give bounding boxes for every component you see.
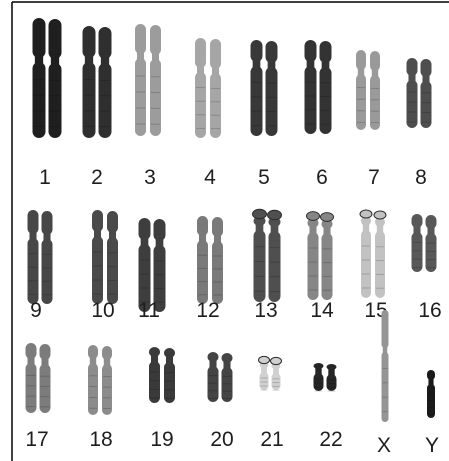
chromosome-10-label: 10 xyxy=(91,299,114,322)
chromosome-9-label: 9 xyxy=(30,299,42,322)
chromosome-20-q-arm xyxy=(222,367,233,402)
chromosome-y-q-arm xyxy=(427,384,435,418)
chromosome-16-p-arm xyxy=(412,214,423,228)
chromosome-2-p-arm xyxy=(83,26,96,58)
chromosome-x-p-arm xyxy=(382,310,389,348)
chromosome-18-q-arm xyxy=(102,364,112,415)
chromosome-19-q-arm xyxy=(149,361,160,403)
chromosome-9-p-arm xyxy=(28,210,39,234)
chromosome-8-q-arm xyxy=(421,81,432,128)
chromosome-15-satellite xyxy=(374,211,386,219)
chromosome-17-p-arm xyxy=(26,343,37,359)
chromosome-7-q-arm xyxy=(356,74,366,130)
chromosome-19-label: 19 xyxy=(150,428,173,451)
chromosome-4-label: 4 xyxy=(204,166,216,189)
chromosome-11-p-arm xyxy=(154,219,166,241)
chromosome-13-label: 13 xyxy=(254,299,277,322)
chromosome-11-p-arm xyxy=(139,218,151,240)
chromosome-7-p-arm xyxy=(370,51,380,71)
chromosome-y-label: Y xyxy=(425,434,439,457)
chromosome-7-label: 7 xyxy=(368,166,380,189)
chromosome-5-label: 5 xyxy=(258,166,270,189)
chromosome-5-p-arm xyxy=(251,40,263,62)
chromosome-10-p-arm xyxy=(107,211,118,233)
chromosome-12-p-arm xyxy=(212,217,223,237)
chromosome-x-label: X xyxy=(377,434,391,457)
chromosome-16-q-arm xyxy=(412,232,423,272)
chromosome-22-q-arm xyxy=(327,374,337,391)
chromosome-18-p-arm xyxy=(102,346,112,360)
chromosome-3-p-arm xyxy=(150,25,161,55)
chromosome-8-p-arm xyxy=(421,59,432,77)
chromosome-16-q-arm xyxy=(426,233,437,272)
chromosome-17-label: 17 xyxy=(25,428,48,451)
chromosome-4-p-arm xyxy=(195,38,206,68)
chromosome-18-label: 18 xyxy=(89,428,112,451)
chromosome-1-label: 1 xyxy=(39,166,51,189)
chromosome-16-label: 16 xyxy=(418,299,441,322)
chromosome-10-p-arm xyxy=(92,210,103,232)
chromosome-7-q-arm xyxy=(370,75,380,130)
chromosome-17-q-arm xyxy=(40,364,51,413)
chromosome-8-q-arm xyxy=(407,80,418,128)
chromosome-21-satellite xyxy=(259,356,270,363)
chromosome-11-label: 11 xyxy=(138,299,160,322)
chromosome-16-p-arm xyxy=(426,215,437,229)
chromosome-6-label: 6 xyxy=(316,166,328,189)
chromosome-6-p-arm xyxy=(305,40,317,62)
chromosome-3-p-arm xyxy=(135,24,146,54)
chromosome-22-label: 22 xyxy=(319,428,342,451)
chromosome-12-p-arm xyxy=(197,216,208,236)
chromosome-20-q-arm xyxy=(208,366,219,402)
chromosome-15-satellite xyxy=(360,210,372,218)
chromosome-18-p-arm xyxy=(88,345,98,359)
chromosome-3-label: 3 xyxy=(144,166,156,189)
chromosome-13-satellite xyxy=(268,210,282,220)
chromosome-5-p-arm xyxy=(266,41,278,63)
chromosome-17-p-arm xyxy=(40,344,51,360)
chromosome-1-p-arm xyxy=(33,18,46,58)
chromosome-7-p-arm xyxy=(356,50,366,70)
chromosome-22-q-arm xyxy=(314,373,324,391)
chromosome-13-satellite xyxy=(253,209,267,219)
chromosome-21-q-arm xyxy=(272,373,281,390)
chromosome-19-q-arm xyxy=(164,362,175,403)
chromosome-20-label: 20 xyxy=(210,428,233,451)
chromosome-8-label: 8 xyxy=(415,166,427,189)
chromosome-18-q-arm xyxy=(88,363,98,415)
chromosome-6-p-arm xyxy=(320,41,332,63)
chromosome-1-p-arm xyxy=(49,19,62,59)
chromosome-12-label: 12 xyxy=(196,299,219,322)
chromosome-2-p-arm xyxy=(99,27,112,59)
chromosome-17-q-arm xyxy=(26,363,37,413)
chromosome-4-p-arm xyxy=(210,39,221,69)
chromosome-21-label: 21 xyxy=(260,428,283,451)
chromosome-14-label: 14 xyxy=(310,299,334,322)
chromosome-9-p-arm xyxy=(42,211,53,235)
chromosome-14-satellite xyxy=(307,212,320,221)
chromosome-14-satellite xyxy=(321,213,334,222)
chromosome-21-q-arm xyxy=(260,372,269,390)
chromosome-2-label: 2 xyxy=(91,166,103,189)
chromosome-21-satellite xyxy=(271,357,282,364)
chromosome-8-p-arm xyxy=(407,58,418,76)
